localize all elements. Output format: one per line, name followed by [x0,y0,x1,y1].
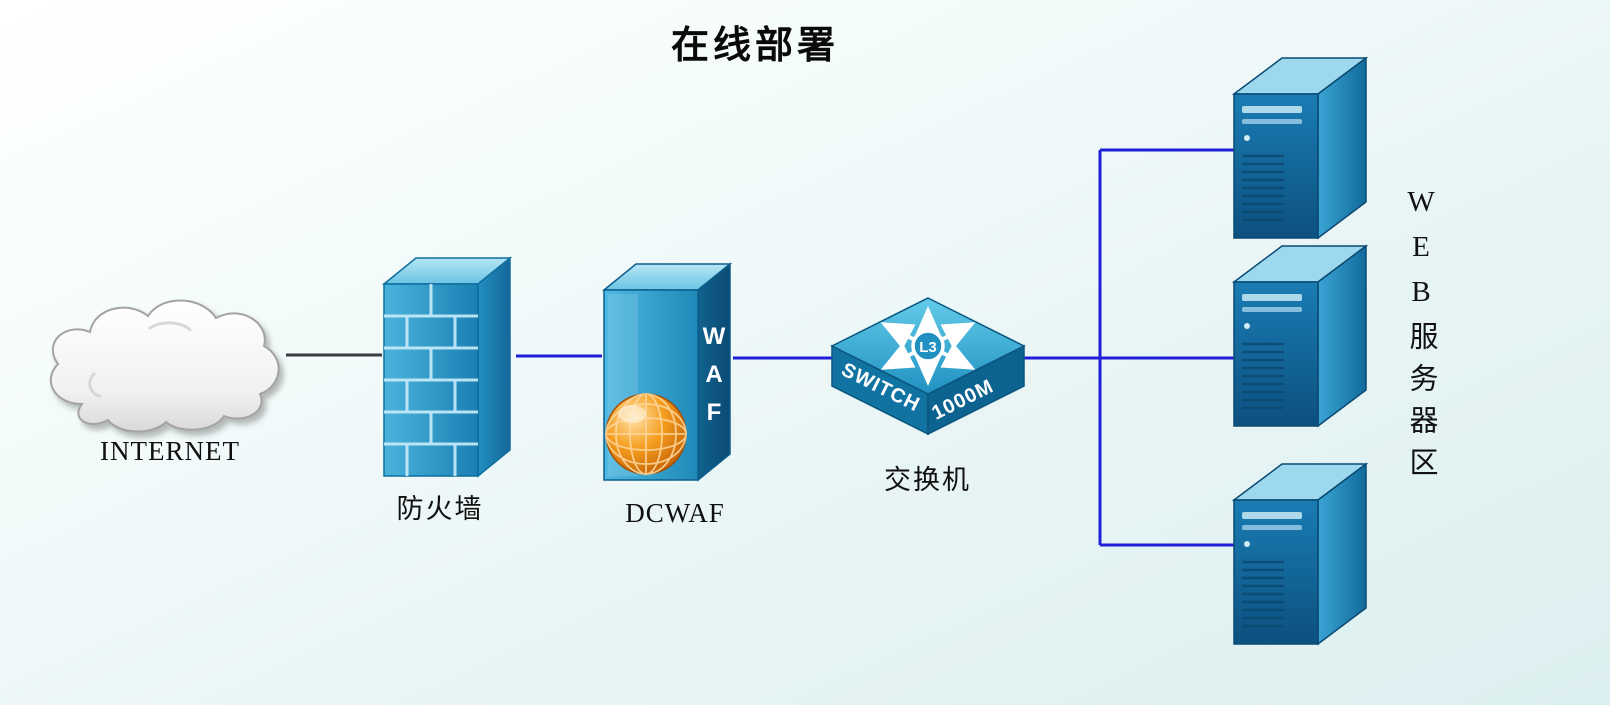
cloud-icon [49,299,280,433]
label-firewall: 防火墙 [396,494,484,524]
waf-letter-w: W [703,323,726,350]
server-icon [1231,56,1369,240]
firewall-icon [381,256,513,478]
label-web-server-area: WEB服务器区 [1405,186,1437,489]
node-dcwaf: W A F [598,248,748,488]
label-dcwaf: DCWAF [625,498,725,528]
node-switch: L3 SWITCH 1000M [828,288,1028,438]
switch-l3-text: L3 [919,339,937,356]
server-icon [1231,244,1369,428]
label-switch: 交换机 [884,465,971,495]
diagram-title: 在线部署 [670,25,839,67]
waf-letter-f: F [707,399,722,426]
label-internet: INTERNET [100,436,240,466]
node-firewall [378,238,518,484]
l3-switch-icon: L3 SWITCH 1000M [830,297,1026,436]
node-web-server-2 [1231,240,1382,430]
node-web-server-3 [1231,458,1382,648]
globe-icon [605,393,687,475]
node-web-server-1 [1231,52,1382,242]
waf-letter-a: A [705,361,722,388]
server-icon [1231,462,1369,646]
node-internet [30,276,295,446]
